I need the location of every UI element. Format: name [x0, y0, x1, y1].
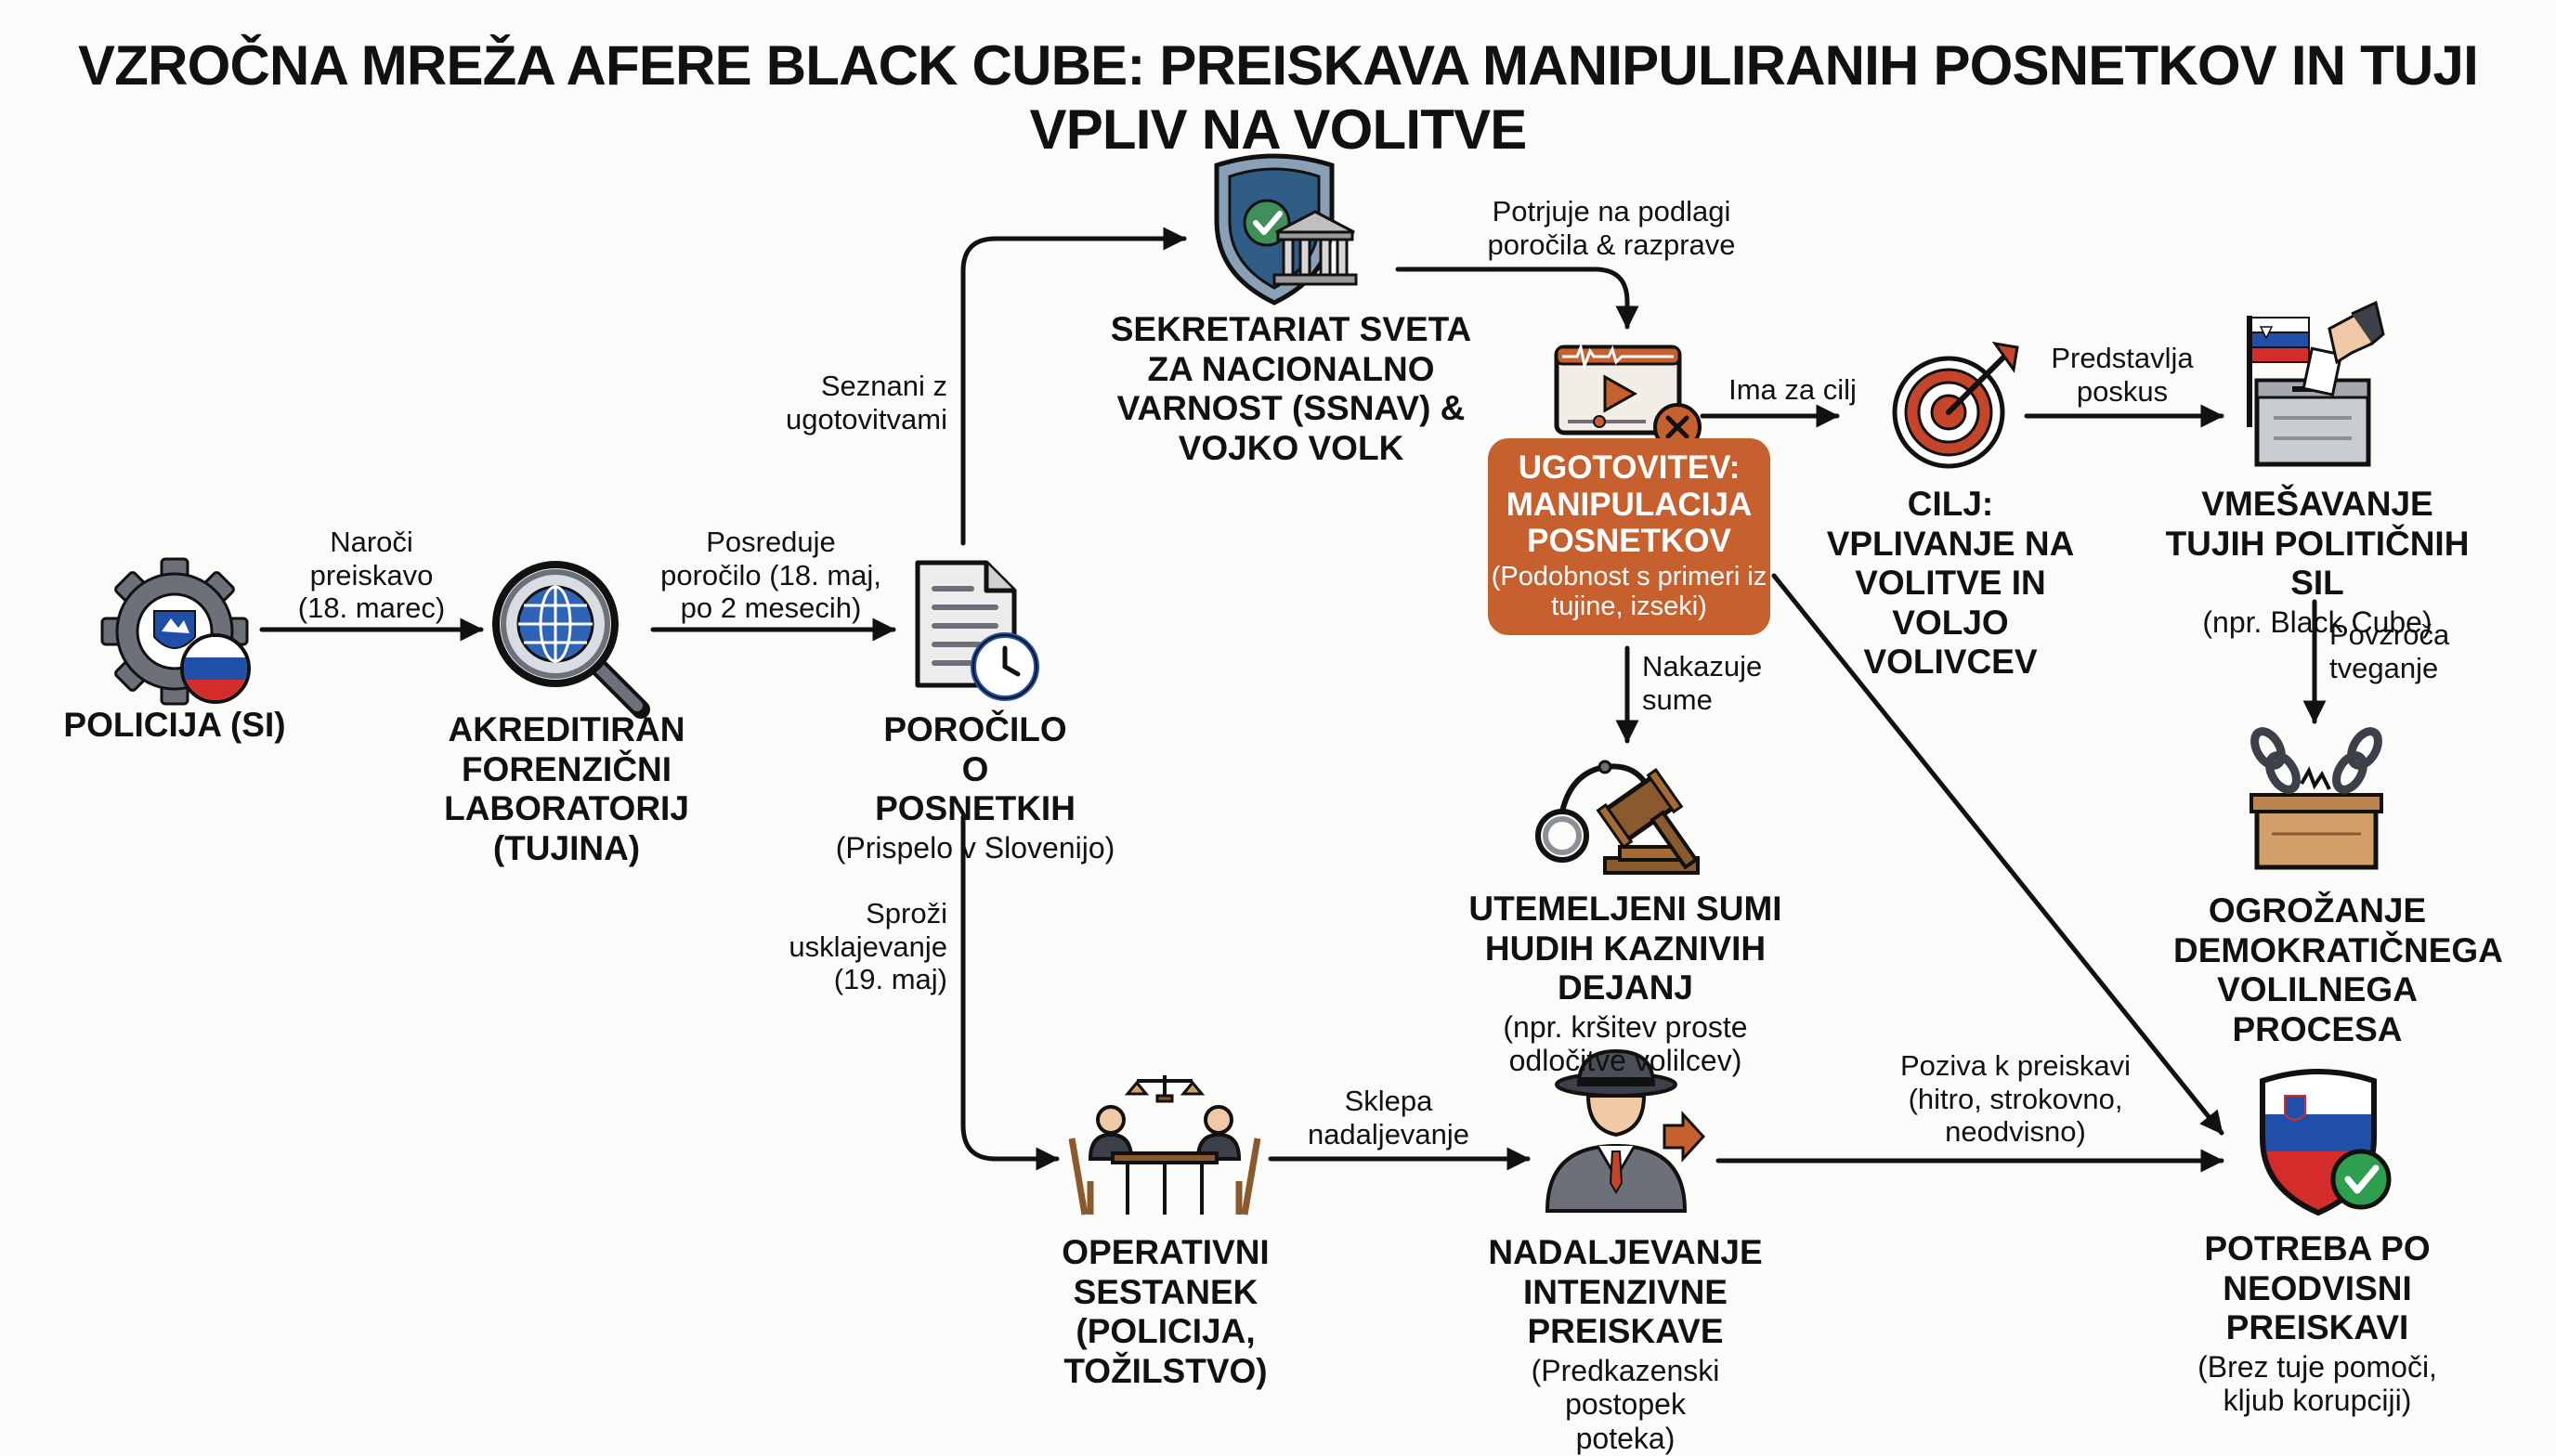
- edge-label-goal-foreign: Predstavlja poskus: [2051, 342, 2194, 408]
- edge-label-ssnav-finding: Potrjuje na podlagi poročila & razprave: [1487, 195, 1736, 261]
- edge-label-finding-crimes: Nakazuje sume: [1642, 650, 1763, 716]
- node-subtitle: (npr. Black Cube): [2202, 604, 2432, 639]
- node-title: POTREBA PO NEODVISNI PREISKAVI: [2204, 1229, 2431, 1347]
- node-report: POROČILO O POSNETKIH (Prispelo v Sloveni…: [817, 710, 1133, 864]
- edge-label-report-meeting: Sproži usklajevanje (19. maj): [789, 897, 947, 996]
- node-meeting: OPERATIVNI SESTANEK (POLICIJA, TOŽILSTVO…: [966, 1233, 1365, 1391]
- node-title: VMEŠAVANJE TUJIH POLITIČNIH SIL: [2165, 485, 2470, 603]
- edge-label-finding-goal: Ima za cilj: [1728, 373, 1857, 406]
- node-crimes: UTEMELJENI SUMI HUDIH KAZNIVIH DEJANJ (n…: [1421, 890, 1830, 1078]
- node-finding: UGOTOVITEV: MANIPULACIJA POSNETKOV (Podo…: [1488, 438, 1770, 635]
- node-title: UGOTOVITEV: MANIPULACIJA POSNETKOV: [1506, 449, 1753, 560]
- arrow-report-ssnav: [960, 227, 1187, 546]
- detective-icon: [1545, 1048, 1706, 1213]
- meeting-scales-icon: [1068, 1075, 1261, 1216]
- edge-label-report-ssnav: Seznani z ugotovitvami: [785, 370, 947, 436]
- node-ssnav: SEKRETARIAT SVETA ZA NACIONALNO VARNOST …: [1105, 310, 1477, 468]
- ballot-box-icon: [2247, 300, 2385, 467]
- node-need: POTREBA PO NEODVISNI PREISKAVI (Brez tuj…: [2136, 1229, 2498, 1418]
- shield-flag-check-icon: [2260, 1069, 2392, 1216]
- node-title: OGROŽANJE DEMOKRATIČNEGA VOLILNEGA PROCE…: [2173, 891, 2503, 1048]
- arrow-report-meeting: [960, 814, 1060, 1171]
- video-manipulated-icon: [1554, 342, 1702, 451]
- arrow-ssnav-finding: [1395, 266, 1639, 330]
- node-title: SEKRETARIAT SVETA ZA NACIONALNO VARNOST …: [1110, 310, 1472, 467]
- node-title: AKREDITIRAN FORENZIČNI LABORATORIJ (TUJI…: [444, 710, 689, 867]
- node-title: CILJ: VPLIVANJE NA VOLITVE IN VOLJO VOLI…: [1826, 485, 2075, 682]
- node-goal: CILJ: VPLIVANJE NA VOLITVE IN VOLJO VOLI…: [1793, 485, 2108, 682]
- node-subtitle: (Podobnost s primeri iz tujine, izseki): [1491, 561, 1767, 622]
- node-title: POLICIJA (SI): [63, 706, 286, 744]
- edge-label-continue-need: Poziva k preiskavi (hitro, strokovno, ne…: [1899, 1049, 2132, 1149]
- node-continue: NADALJEVANJE INTENZIVNE PREISKAVE (Predk…: [1430, 1233, 1820, 1456]
- edge-label-lab-report: Posreduje poročilo (18. maj, po 2 meseci…: [660, 526, 881, 625]
- node-police: POLICIJA (SI): [35, 706, 314, 746]
- edge-label-foreign-threat: Povzroča tveganje: [2329, 618, 2450, 684]
- diagram-canvas: [100, 153, 2392, 1216]
- node-title: NADALJEVANJE INTENZIVNE PREISKAVE: [1488, 1233, 1763, 1351]
- edge-label-police-lab: Naroči preiskavo (18. marec): [297, 526, 446, 625]
- shield-building-icon: [1214, 153, 1358, 306]
- node-subtitle: (npr. kršitev proste odločitve volilcev): [1503, 1009, 1748, 1078]
- node-title: UTEMELJENI SUMI HUDIH KAZNIVIH DEJANJ: [1468, 890, 1782, 1008]
- node-subtitle: (Predkazenski postopek poteka): [1531, 1353, 1720, 1456]
- document-clock-icon: [915, 560, 1039, 701]
- target-icon: [1892, 341, 2019, 469]
- node-title: POROČILO O POSNETKIH: [875, 710, 1076, 828]
- edge-label-meeting-continue: Sklepa nadaljevanje: [1307, 1085, 1470, 1150]
- gavel-handcuffs-icon: [1535, 760, 1700, 875]
- node-subtitle: (Prispelo v Slovenijo): [835, 830, 1115, 864]
- node-threat: OGROŽANJE DEMOKRATIČNEGA VOLILNEGA PROCE…: [2145, 891, 2503, 1049]
- magnifier-globe-icon: [492, 561, 650, 719]
- page-title: VZROČNA MREŽA AFERE BLACK CUBE: PREISKAV…: [78, 34, 2479, 161]
- broken-chain-box-icon: [2250, 727, 2383, 870]
- node-title: OPERATIVNI SESTANEK (POLICIJA, TOŽILSTVO…: [1062, 1233, 1270, 1390]
- node-foreign: VMEŠAVANJE TUJIH POLITIČNIH SIL (npr. Bl…: [2145, 485, 2489, 639]
- node-subtitle: (Brez tuje pomoči, kljub korupciji): [2197, 1349, 2437, 1418]
- node-lab: AKREDITIRAN FORENZIČNI LABORATORIJ (TUJI…: [437, 710, 697, 868]
- gear-flag-icon: [100, 557, 251, 706]
- arrow-finding-need: [1771, 573, 2224, 1136]
